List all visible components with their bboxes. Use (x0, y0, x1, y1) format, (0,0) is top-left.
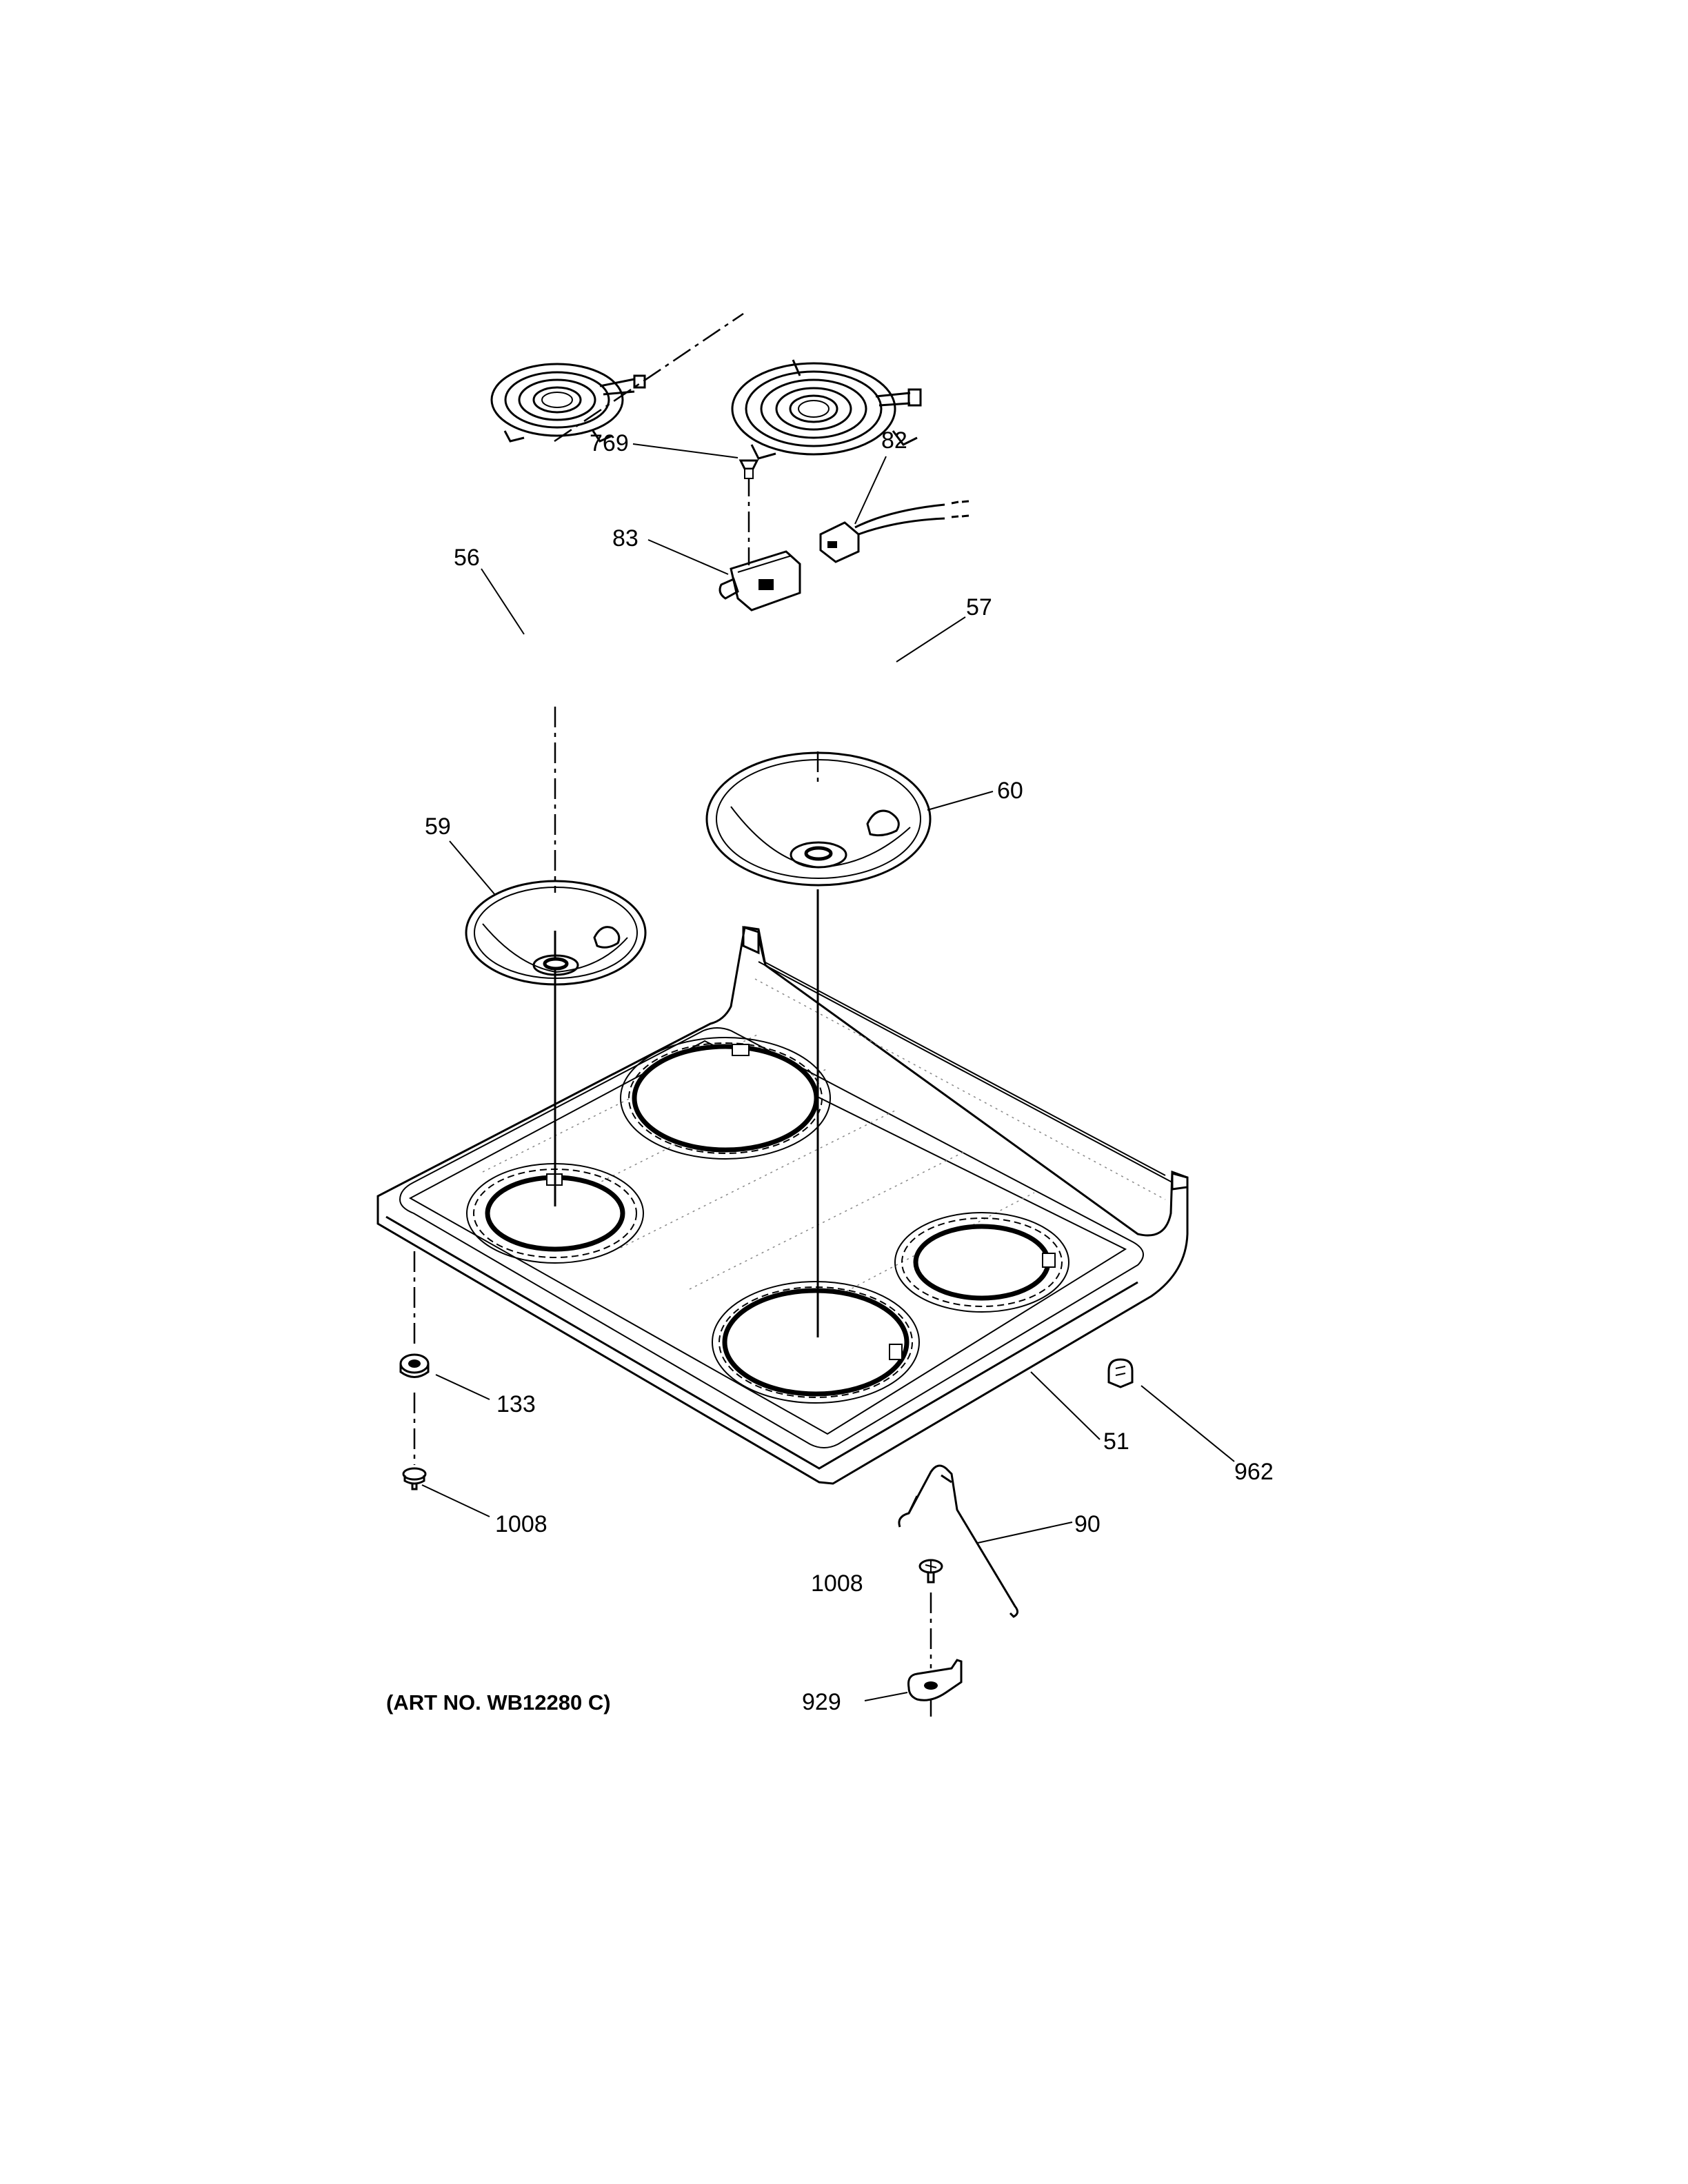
burner-opening-right-front (712, 1281, 920, 1404)
label-60: 60 (997, 778, 1023, 804)
screw-1008-bottom (918, 1559, 943, 1584)
label-82: 82 (881, 427, 907, 454)
surface-element-56 (490, 363, 646, 443)
label-51: 51 (1103, 1428, 1129, 1455)
label-929: 929 (802, 1689, 841, 1715)
label-1008-left: 1008 (495, 1511, 547, 1537)
clip-962 (1107, 1358, 1134, 1388)
bracket-rear-right (1171, 1172, 1189, 1191)
burner-opening-left-rear (620, 1037, 831, 1160)
bracket-929 (907, 1659, 963, 1701)
plug-wire-82 (819, 500, 969, 563)
surface-element-57 (731, 359, 922, 460)
label-59: 59 (425, 813, 451, 840)
washer-133 (399, 1353, 430, 1378)
label-83: 83 (612, 525, 639, 552)
art-number: (ART NO. WB12280 C) (386, 1690, 611, 1715)
drip-pan-59 (465, 880, 647, 986)
bracket-rear-left (742, 925, 760, 955)
label-133: 133 (496, 1391, 536, 1417)
rod-90 (898, 1464, 1018, 1618)
drip-pan-60 (705, 751, 932, 887)
screw-1008-left (402, 1467, 427, 1490)
label-57: 57 (966, 594, 992, 620)
leader-lines (421, 443, 1235, 1701)
terminal-block-83 (719, 550, 801, 611)
label-962: 962 (1234, 1459, 1274, 1485)
burner-opening-right-rear (894, 1212, 1069, 1313)
label-1008-bottom: 1008 (811, 1570, 863, 1597)
label-769: 769 (590, 430, 629, 456)
screw-769 (738, 459, 759, 479)
label-56: 56 (454, 545, 480, 571)
label-90: 90 (1074, 1511, 1101, 1537)
cooktop-main-top (376, 926, 1189, 1485)
